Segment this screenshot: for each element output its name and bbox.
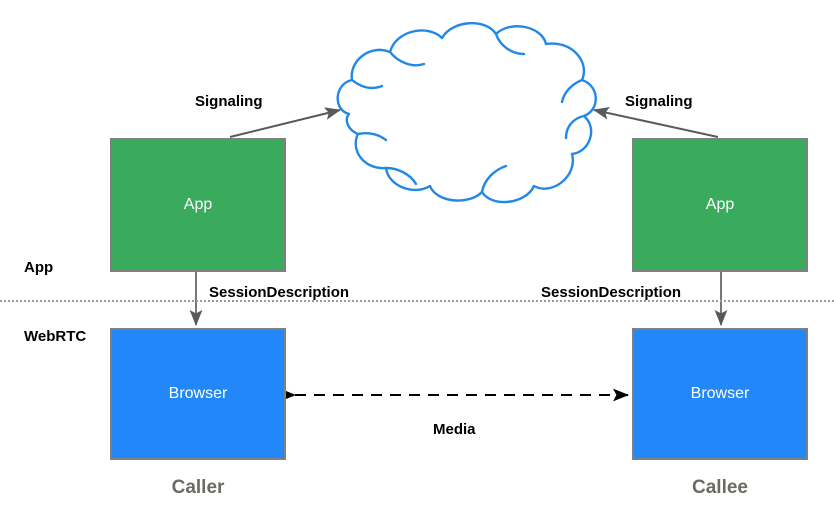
media-label: Media (433, 421, 476, 438)
party-label-callee: Callee (692, 477, 748, 498)
layer-divider (0, 300, 834, 302)
callee-app-label: App (705, 196, 735, 213)
caller-app-box[interactable]: App (110, 138, 286, 272)
caller-signaling-label: Signaling (195, 93, 263, 110)
party-label-caller: Caller (171, 477, 225, 498)
signaling-cloud-icon (336, 21, 597, 204)
layer-label-app: App (24, 259, 54, 276)
callee-browser-label: Browser (690, 385, 750, 402)
callee-sessiondescription-label: SessionDescription (541, 284, 682, 301)
caller-sessiondescription-label: SessionDescription (209, 284, 350, 301)
callee-browser-box[interactable]: Browser (632, 328, 808, 460)
caller-signaling-arrow (229, 107, 341, 138)
caller-browser-label: Browser (168, 385, 228, 402)
callee-app-box[interactable]: App (632, 138, 808, 272)
callee-signaling-label: Signaling (625, 93, 693, 110)
layer-label-webrtc: WebRTC (24, 328, 87, 345)
caller-browser-box[interactable]: Browser (110, 328, 286, 460)
caller-app-label: App (183, 196, 213, 213)
callee-signaling-arrow (593, 106, 719, 138)
